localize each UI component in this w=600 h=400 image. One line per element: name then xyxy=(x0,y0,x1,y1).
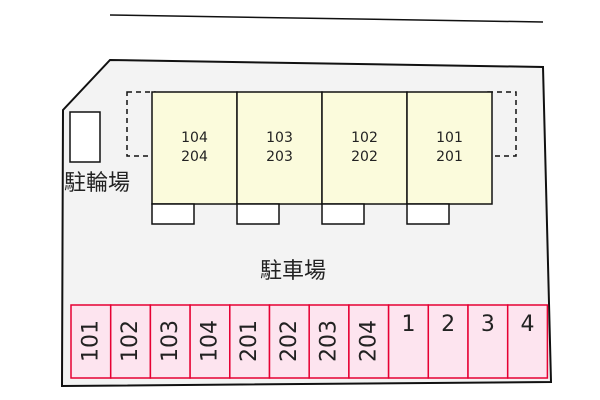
parking-space-box xyxy=(268,304,310,379)
parking-space: 203 xyxy=(308,304,350,379)
unit-number-upper: 104 xyxy=(181,130,208,146)
parking-space-box xyxy=(70,304,112,379)
entrance-step xyxy=(406,203,450,225)
parking-space-number: 203 xyxy=(317,320,342,362)
bicycle-parking-label: 駐輪場 xyxy=(64,171,130,196)
unit-number-lower: 202 xyxy=(351,149,378,165)
unit-number-lower: 204 xyxy=(181,149,208,165)
parking-space: 101 xyxy=(70,304,112,379)
unit-number-upper: 103 xyxy=(266,130,293,146)
parking-space-number: 202 xyxy=(277,320,302,362)
parking-space-number: 201 xyxy=(237,320,262,362)
bicycle-parking-shelter xyxy=(69,111,101,163)
parking-space-number: 101 xyxy=(78,320,103,362)
parking-lot-label: 駐車場 xyxy=(260,259,326,284)
balcony-left xyxy=(126,91,156,157)
parking-space: 102 xyxy=(109,304,152,379)
parking-space-number: 102 xyxy=(118,320,143,362)
unit-number-lower: 201 xyxy=(436,149,463,165)
road-line xyxy=(109,14,544,23)
unit-block xyxy=(406,91,493,205)
unit-number-upper: 102 xyxy=(351,130,378,146)
parking-space: 204 xyxy=(348,304,390,379)
parking-space: 202 xyxy=(268,304,310,379)
balcony-right xyxy=(487,91,517,157)
parking-space: 3 xyxy=(467,304,509,379)
parking-space: 2 xyxy=(427,304,469,379)
entrance-step xyxy=(236,203,280,225)
parking-space-box xyxy=(189,304,231,379)
entrance-step xyxy=(151,203,195,225)
parking-space-number: 4 xyxy=(521,312,535,337)
parking-space-number: 104 xyxy=(197,320,222,362)
parking-space-box xyxy=(506,304,549,379)
unit-block xyxy=(236,91,323,205)
parking-space-box xyxy=(467,304,509,379)
parking-space-number: 103 xyxy=(158,320,183,362)
entrance-step xyxy=(321,203,365,225)
parking-space: 1 xyxy=(387,304,430,379)
unit-number-upper: 101 xyxy=(436,130,463,146)
parking-space: 201 xyxy=(229,304,271,379)
parking-space-box xyxy=(348,304,390,379)
parking-space-number: 2 xyxy=(441,312,455,337)
parking-space: 104 xyxy=(189,304,231,379)
parking-space-box xyxy=(308,304,350,379)
unit-block xyxy=(151,91,238,205)
parking-space-box xyxy=(387,304,430,379)
unit-block xyxy=(321,91,408,205)
unit-number-lower: 203 xyxy=(266,149,293,165)
parking-space-box xyxy=(229,304,271,379)
parking-space-box xyxy=(149,304,191,379)
parking-spaces: 101 102 103 104 201 202 203 204 1 2 3 4 xyxy=(70,304,549,379)
parking-space-number: 3 xyxy=(481,312,495,337)
parking-space: 4 xyxy=(506,304,549,379)
parking-space-number: 204 xyxy=(356,320,381,362)
parking-space: 103 xyxy=(149,304,191,379)
parking-space-number: 1 xyxy=(401,312,415,337)
